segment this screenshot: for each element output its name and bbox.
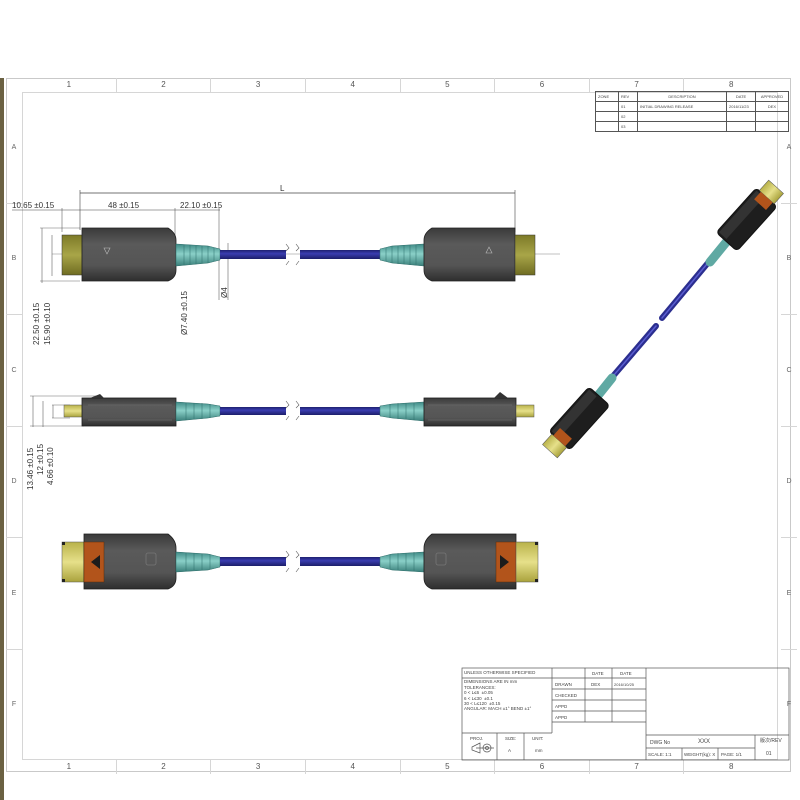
dim-side-total-height: 13.46 ±0.15 — [26, 447, 35, 490]
drawn-label: DRAWN — [555, 682, 572, 687]
bottom-view — [61, 533, 539, 590]
dim-strain-relief-length: 22.10 ±0.15 — [180, 201, 223, 210]
page-value: PAGE: 1/1 — [721, 752, 742, 757]
zone-row-label: C — [781, 315, 797, 427]
dim-cable-dia: Ø4 — [220, 287, 229, 298]
top-view — [12, 190, 560, 300]
drawn-date: 2016/10/25 — [614, 682, 635, 687]
zone-columns-bottom: 1 2 3 4 5 6 7 8 — [22, 760, 778, 774]
projection-symbol-icon — [471, 742, 494, 754]
title-block-lines — [461, 667, 790, 761]
tolerance-range: 0 < L≤6 — [464, 690, 480, 696]
dwg-no-value: XXX — [698, 739, 711, 745]
zone-row-label: B — [6, 204, 22, 315]
rev-value: 01 — [766, 751, 772, 757]
zone-col-label: 5 — [401, 78, 496, 92]
zone-col-label: 4 — [306, 760, 401, 774]
zone-col-label: 3 — [211, 760, 306, 774]
side-view — [30, 392, 535, 427]
revision-header-row: ZONE REV DESCRIPTION DATE APPROVED — [595, 91, 789, 102]
zone-row-label: E — [781, 538, 797, 650]
zone-col-label: 5 — [401, 760, 496, 774]
zone-rows-left: A B C D E F — [6, 92, 22, 760]
rev-approved — [755, 121, 789, 132]
dim-housing-height: 22.50 ±0.15 — [32, 302, 41, 345]
size-value: A — [508, 748, 512, 753]
drawing-border — [22, 92, 778, 760]
date-header-1: DATE — [592, 671, 604, 676]
unit-label: UNIT: — [532, 736, 544, 741]
weight-value: WEIGHT(kg): X — [684, 752, 716, 757]
dim-side-plug-height: 4.66 ±0.10 — [46, 447, 55, 485]
approved-label-2: APPD — [555, 715, 568, 720]
zone-col-label: 6 — [495, 760, 590, 774]
scale-value: SCALE: 1:1 — [648, 752, 672, 757]
zone-col-label: 6 — [495, 78, 590, 92]
revision-table: ZONE REV DESCRIPTION DATE APPROVED 01 IN… — [595, 91, 789, 132]
unit-value: mm — [535, 748, 543, 753]
isometric-view — [542, 179, 784, 459]
drawing-frame — [6, 78, 791, 772]
zone-col-label: 2 — [117, 78, 212, 92]
date-header-2: DATE — [620, 671, 632, 676]
angular-note: ANGULAR: MACH ±1° BEND ±1° — [464, 706, 532, 712]
zone-col-label: 3 — [211, 78, 306, 92]
size-label: SIZE: — [505, 736, 517, 741]
zone-col-label: 4 — [306, 78, 401, 92]
tolerance-row: 30 < L≤120 ±0.15 — [464, 701, 535, 706]
zone-row-label: E — [6, 538, 22, 650]
zone-columns-top: 1 2 3 4 5 6 7 8 — [22, 78, 778, 92]
zone-row-label: A — [6, 92, 22, 204]
dim-plug-length: 10.65 ±0.15 — [12, 201, 55, 210]
tolerances-label: TOLERANCES: — [464, 684, 496, 690]
zone-col-label: 1 — [22, 760, 117, 774]
zone-col-label: 7 — [590, 760, 685, 774]
dim-overall-length: L — [280, 184, 285, 193]
zone-row-label: B — [781, 204, 797, 315]
rev-label: 版次/REV — [760, 738, 782, 744]
tolerance-row: 6 < L≤30 ±0.1 — [464, 696, 535, 701]
tolerance-value: ±0.1 — [484, 695, 493, 701]
tolerance-range: 30 < L≤120 — [464, 701, 487, 707]
tolerance-range: 6 < L≤30 — [464, 695, 482, 701]
zone-col-label: 8 — [728, 80, 734, 89]
tolerance-value: ±0.05 — [481, 690, 493, 696]
drawn-by: DEX — [591, 682, 601, 687]
dwg-no-label: DWG No — [650, 740, 670, 746]
left-edge-bar — [0, 78, 4, 800]
zone-col-label: 7 — [590, 78, 685, 92]
tolerance-value: ±0.15 — [489, 701, 501, 707]
projection-label: PROJ. — [470, 736, 484, 741]
zone-row-label: F — [11, 701, 17, 709]
zone-row-label: D — [781, 427, 797, 538]
zone-row-label: D — [6, 427, 22, 538]
revision-row: 03 — [595, 121, 789, 132]
dim-housing-length: 48 ±0.15 — [108, 201, 140, 210]
zone-col-label: 2 — [117, 760, 212, 774]
zone-col-label: 1 — [22, 78, 117, 92]
dim-plug-height: 15.90 ±0.10 — [43, 302, 52, 345]
approved-label-1: APPD — [555, 704, 568, 709]
title-block-notes: UNLESS OTHERWISE SPECIFIED DIMENSIONS AR… — [464, 670, 535, 712]
dim-side-housing-height: 12 ±0.15 — [36, 443, 45, 475]
unless-specified-note: UNLESS OTHERWISE SPECIFIED — [464, 670, 536, 675]
zone-row-label: A — [781, 92, 797, 204]
dim-strain-relief-dia: Ø7.40 ±0.15 — [180, 291, 189, 335]
checked-label: CHECKED — [555, 693, 578, 698]
zone-row-label: C — [6, 315, 22, 427]
zone-col-label: 8 — [728, 762, 734, 771]
tolerance-row: 0 < L≤6 ±0.05 — [464, 690, 535, 695]
dimensions-note: DIMENSIONS ARE IN mm — [464, 679, 518, 685]
